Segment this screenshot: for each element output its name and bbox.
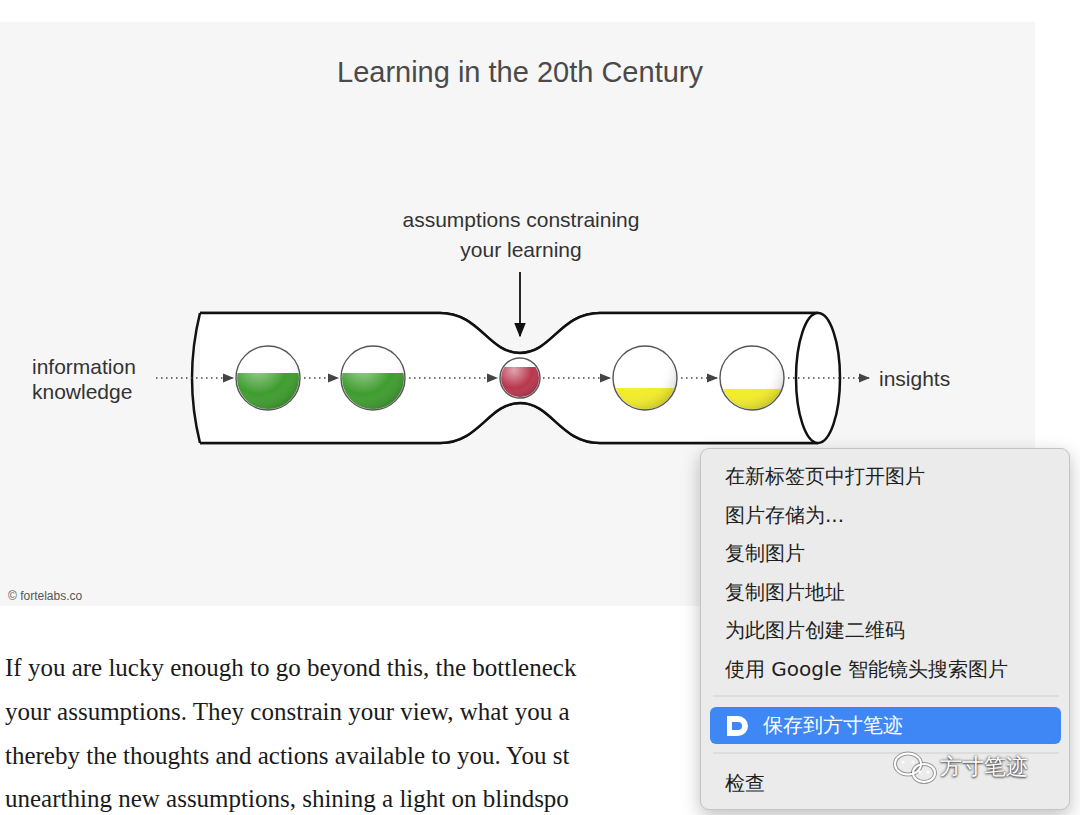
wechat-bubble <box>895 754 921 775</box>
flow-arrow <box>681 377 717 379</box>
menu-item: 为此图片创建二维码 <box>725 618 905 642</box>
app-icon-cut <box>732 722 742 730</box>
flow-arrow <box>543 377 610 379</box>
label-slot: thereby the thoughts and actions availab… <box>5 741 570 771</box>
output-label: insights <box>879 366 950 392</box>
menu-item: 图片存储为... <box>725 503 844 527</box>
credit-label: © fortelabs.co <box>8 589 82 604</box>
glass-sphere <box>613 346 677 410</box>
flow-arrow <box>304 377 338 379</box>
menu-item: 复制图片地址 <box>725 580 845 604</box>
label-slot: your assumptions. They constrain your vi… <box>5 697 570 727</box>
menu-separator <box>713 696 1059 697</box>
paragraph-line: If you are lucky enough to go beyond thi… <box>5 653 576 683</box>
glass-sphere <box>236 346 300 410</box>
paragraph-line: your assumptions. They constrain your vi… <box>5 697 570 727</box>
flow-arrow <box>409 377 497 379</box>
wechat-eye <box>926 770 929 773</box>
menu-item-highlighted: 保存到方寸笔迹 <box>710 707 1061 744</box>
label-slot: assumptions constraining your learning <box>390 205 652 265</box>
text-slot: 为此图片创建二维码 <box>725 618 905 642</box>
menu-item: 检查 <box>725 771 765 795</box>
menu-item: 保存到方寸笔迹 <box>763 713 903 737</box>
glass-sphere <box>500 358 540 398</box>
callout-label: assumptions constraining your learning <box>390 205 652 265</box>
title-slot: Learning in the 20th Century <box>0 54 1040 90</box>
text-slot: 检查 <box>725 771 765 795</box>
menu-item: 复制图片 <box>725 541 805 565</box>
wechat-icon <box>895 754 935 783</box>
watermark-text: 方寸笔迹 <box>940 754 1028 780</box>
glass-outline <box>613 346 677 410</box>
diagram-title: Learning in the 20th Century <box>337 54 703 90</box>
flow-arrow <box>788 377 869 379</box>
glass-outline <box>236 346 300 410</box>
tube-interior <box>200 313 818 443</box>
paragraph-line: unearthing new assumptions, shining a li… <box>5 784 569 814</box>
wechat-eye <box>911 760 914 763</box>
wechat-eye <box>901 760 904 763</box>
glass-outline <box>500 358 540 398</box>
glass-sphere <box>341 346 405 410</box>
label-slot: © fortelabs.co <box>8 585 82 604</box>
app-icon <box>723 712 751 740</box>
menu-item: 使用 Google 智能镜头搜索图片 <box>725 657 1008 681</box>
menu-separator <box>713 753 1059 754</box>
glass-sphere <box>720 346 784 410</box>
wechat-eye <box>918 770 921 773</box>
text-slot: 复制图片地址 <box>725 580 845 604</box>
label-slot: unearthing new assumptions, shining a li… <box>5 784 569 814</box>
app-icon-shape <box>727 716 748 736</box>
text-slot: 保存到方寸笔迹 <box>763 713 903 737</box>
tube-wall <box>200 313 818 443</box>
flow-arrow <box>156 377 233 379</box>
label-slot: If you are lucky enough to go beyond thi… <box>5 653 576 683</box>
menu-item: 在新标签页中打开图片 <box>725 464 925 488</box>
text-slot: 在新标签页中打开图片 <box>725 464 925 488</box>
glass-outline <box>341 346 405 410</box>
label-slot: insights <box>879 366 950 392</box>
text-slot: 使用 Google 智能镜头搜索图片 <box>725 657 1008 681</box>
input-label: information knowledge <box>32 354 154 404</box>
text-slot: 图片存储为... <box>725 503 844 527</box>
glass-outline <box>720 346 784 410</box>
label-slot: 方寸笔迹 <box>940 754 1028 780</box>
text-slot: 复制图片 <box>725 541 805 565</box>
tube-wall <box>200 313 818 443</box>
paragraph-line: thereby the thoughts and actions availab… <box>5 741 570 771</box>
wechat-bubble <box>913 764 935 782</box>
callout-arrow <box>519 272 521 336</box>
label-slot: information knowledge <box>32 354 154 404</box>
